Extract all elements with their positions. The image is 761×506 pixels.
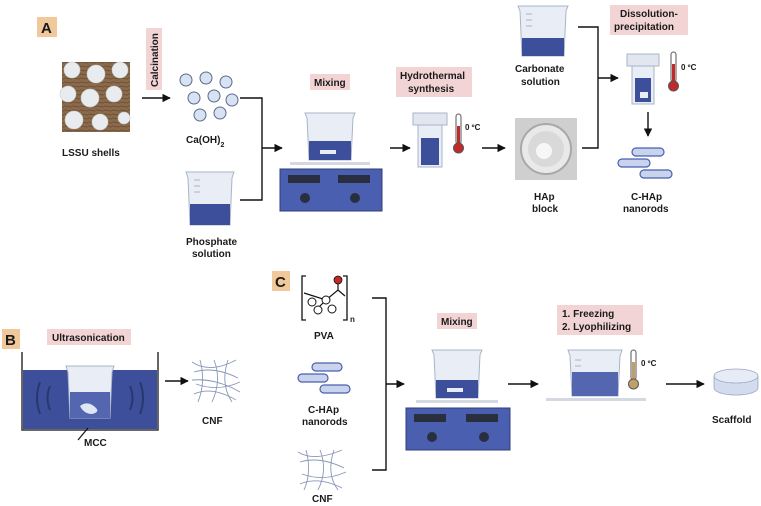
chap-c-label-2: nanorods xyxy=(302,417,348,428)
scaffold-disc-icon xyxy=(713,368,759,396)
nanorod-icon-c xyxy=(297,362,351,394)
cnf-label-b: CNF xyxy=(202,416,223,427)
stirrer-a-icon xyxy=(279,112,383,212)
mixing-c-tag: Mixing xyxy=(437,313,477,329)
thermometer-icon-1 xyxy=(453,113,464,154)
phosphate-label-2: solution xyxy=(192,249,231,260)
carbonate-label-2: solution xyxy=(521,77,560,88)
cnf-label-c: CNF xyxy=(312,494,333,505)
pva-label: PVA xyxy=(314,331,334,342)
join-line-b xyxy=(578,26,599,149)
svg-text:Mixing: Mixing xyxy=(441,317,473,328)
panel-b-label: B xyxy=(2,329,20,349)
svg-text:1. Freezing: 1. Freezing xyxy=(562,309,614,320)
svg-text:C: C xyxy=(275,274,286,291)
temp-label-1: 0 ºC xyxy=(465,123,481,132)
stirrer-c-icon xyxy=(405,349,511,451)
hap-block-photo xyxy=(515,118,577,180)
svg-text:2. Lyophilizing: 2. Lyophilizing xyxy=(562,322,631,333)
dissolution-vessel-icon xyxy=(626,53,660,105)
pva-structure-icon xyxy=(301,275,348,321)
svg-text:Ultrasonication: Ultrasonication xyxy=(52,333,125,344)
fiber-network-icon-b xyxy=(191,359,241,403)
chap-label-1: C-HAp xyxy=(631,192,662,203)
nanorod-icon-a xyxy=(617,147,673,179)
ultrasonic-bath-icon xyxy=(21,352,159,431)
hap-label-1: HAp xyxy=(534,192,555,203)
svg-text:Dissolution-: Dissolution- xyxy=(620,9,678,20)
temp-label-3: 0 ºC xyxy=(641,359,657,368)
dissolution-tag: Dissolution- precipitation xyxy=(610,5,688,35)
mixing-a-tag: Mixing xyxy=(310,74,350,90)
svg-text:Mixing: Mixing xyxy=(314,78,346,89)
svg-text:precipitation: precipitation xyxy=(614,22,674,33)
caoh2-particles-icon xyxy=(179,71,239,122)
panel-c-label: C xyxy=(272,271,290,291)
calcination-tag: Calcination xyxy=(146,28,162,90)
caoh2-label: Ca(OH)2 xyxy=(186,135,224,149)
panel-a-label: A xyxy=(37,17,57,37)
shells-photo xyxy=(59,61,131,132)
freezing-beaker-icon xyxy=(546,349,646,401)
freezing-tag: 1. Freezing 2. Lyophilizing xyxy=(557,305,643,335)
hap-label-2: block xyxy=(532,204,559,215)
scaffold-label: Scaffold xyxy=(712,415,751,426)
thermometer-icon-3 xyxy=(628,349,639,390)
carbonate-label-1: Carbonate xyxy=(515,64,565,75)
lssu-shells-label: LSSU shells xyxy=(62,148,120,159)
svg-text:A: A xyxy=(41,20,52,37)
pva-n-label: n xyxy=(350,315,355,324)
svg-text:Hydrothermal: Hydrothermal xyxy=(400,71,465,82)
phosphate-beaker-icon xyxy=(185,171,235,226)
svg-text:B: B xyxy=(5,332,16,349)
fiber-network-icon-c xyxy=(297,449,347,491)
temp-label-2: 0 ºC xyxy=(681,63,697,72)
mcc-label: MCC xyxy=(84,438,107,449)
carbonate-beaker-icon xyxy=(517,5,569,57)
phosphate-label-1: Phosphate xyxy=(186,237,238,248)
join-line-a xyxy=(240,97,263,201)
join-line-c xyxy=(372,297,387,471)
hydrothermal-tag: Hydrothermal synthesis xyxy=(396,67,472,97)
chap-label-2: nanorods xyxy=(623,204,669,215)
mcc-pointer xyxy=(77,427,89,441)
svg-text:synthesis: synthesis xyxy=(408,84,455,95)
autoclave-icon xyxy=(412,112,448,168)
ultrasonication-tag: Ultrasonication xyxy=(47,329,131,345)
svg-text:Calcination: Calcination xyxy=(150,33,161,87)
thermometer-icon-2 xyxy=(668,51,679,92)
chap-c-label-1: C-HAp xyxy=(308,405,339,416)
